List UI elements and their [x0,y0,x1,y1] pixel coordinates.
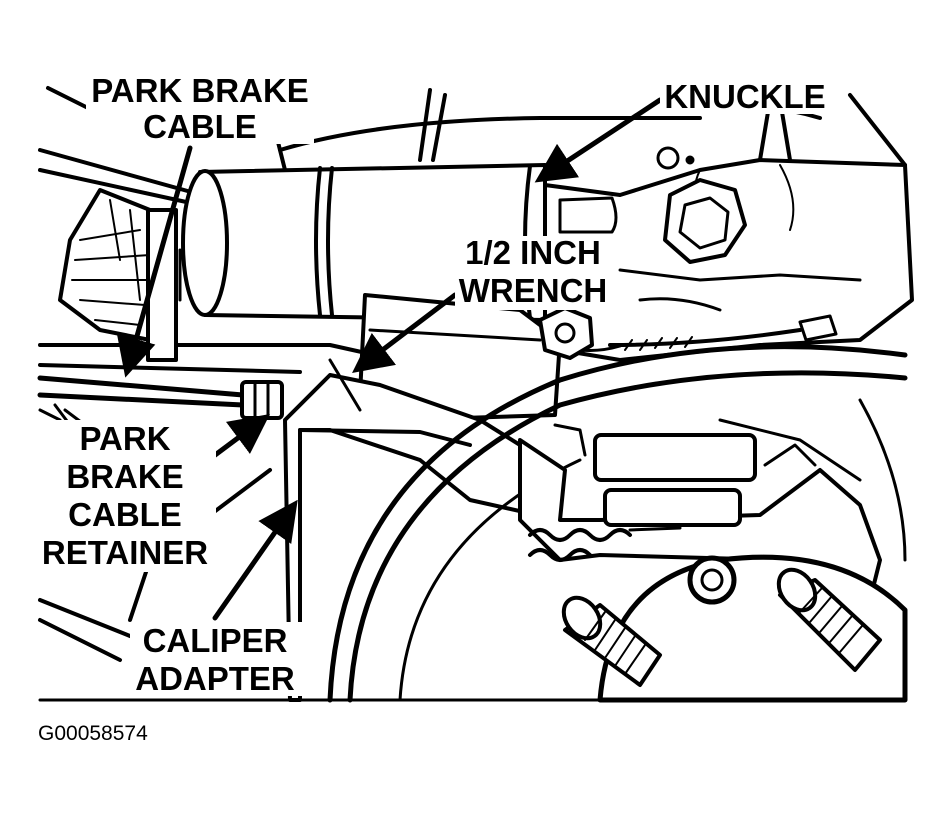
arrow-caliper-adapter [212,499,298,621]
wheel-stud-left [561,595,662,687]
label-caliper-line2: ADAPTER [135,660,295,697]
callout-labels: PARK BRAKE CABLE KNUCKLE 1/2 INCH WRENCH… [38,70,832,697]
label-wrench-line1: 1/2 INCH [465,234,601,271]
arrow-wrench [352,292,458,374]
figure-id: G00058574 [38,722,148,745]
label-wrench-line2: WRENCH [459,272,607,309]
arrow-park-brake-cable [116,145,193,378]
left-bracket [58,188,178,362]
label-park-brake-cable-line1: PARK BRAKE [91,72,309,109]
label-knuckle: KNUCKLE [664,78,825,115]
wheel-stud-right [776,567,882,672]
label-retainer-line2: BRAKE [66,458,183,495]
leader-arrows [116,97,663,621]
label-caliper-line1: CALIPER [143,622,288,659]
label-retainer-line3: CABLE [68,496,182,533]
cable-and-retainer [37,375,284,427]
arrow-knuckle [534,97,663,183]
hub-flange [561,554,908,703]
label-retainer-line1: PARK [79,420,170,457]
label-retainer-line4: RETAINER [42,534,208,571]
backing-plate [327,344,908,703]
label-park-brake-cable-line2: CABLE [143,108,257,145]
illustration [37,86,914,703]
brake-cable [578,314,838,352]
